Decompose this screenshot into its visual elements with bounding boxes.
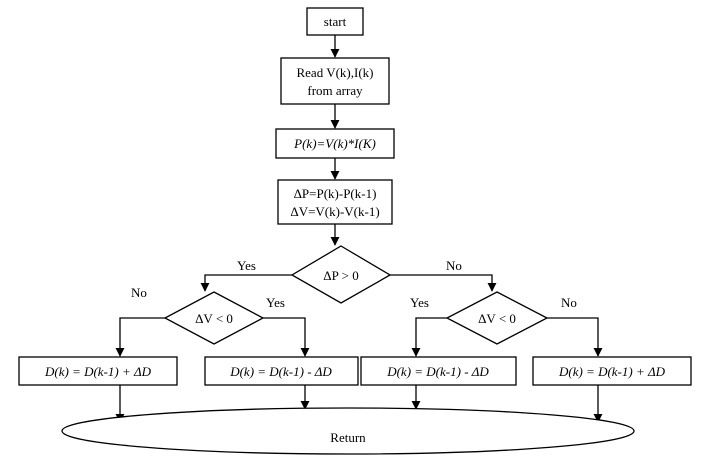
node-box-left-inner: D(k) = D(k-1) - ΔD	[204, 356, 359, 386]
read-label-line1: Read V(k),I(k)	[296, 65, 373, 80]
decision-delta-p: ΔP > 0	[290, 245, 392, 304]
node-start: start	[306, 7, 364, 36]
decision-delta-v-right-label: ΔV < 0	[478, 311, 516, 326]
delta-v-label: ΔV=V(k)-V(k-1)	[290, 204, 379, 219]
power-label: P(k)=V(k)*I(K)	[293, 136, 376, 151]
edge-p-no	[390, 274, 497, 292]
label-left-no: No	[131, 285, 147, 300]
label-right-no: No	[561, 295, 577, 310]
connectors	[115, 35, 603, 423]
node-box-left-outer: D(k) = D(k-1) + ΔD	[18, 356, 178, 386]
decision-delta-v-left: ΔV < 0	[163, 291, 265, 345]
label-left-yes: Yes	[266, 295, 285, 310]
box-right-inner-label: D(k) = D(k-1) - ΔD	[386, 364, 489, 379]
node-return: Return	[61, 407, 635, 455]
node-box-right-outer: D(k) = D(k-1) + ΔD	[532, 356, 692, 386]
box-left-outer-label: D(k) = D(k-1) + ΔD	[44, 364, 152, 379]
edge-right-yes	[411, 317, 447, 357]
box-left-inner-label: D(k) = D(k-1) - ΔD	[229, 364, 332, 379]
start-label: start	[324, 14, 347, 29]
read-label-line2: from array	[307, 83, 363, 98]
edge-right-no	[547, 317, 603, 357]
delta-p-label: ΔP=P(k)-P(k-1)	[294, 186, 377, 201]
box-right-outer-label: D(k) = D(k-1) + ΔD	[558, 364, 666, 379]
node-read: Read V(k),I(k) from array	[280, 57, 390, 105]
node-delta: ΔP=P(k)-P(k-1) ΔV=V(k)-V(k-1)	[277, 179, 393, 225]
edge-labels: Yes No No Yes Yes No	[131, 258, 577, 310]
return-label: Return	[330, 430, 366, 445]
edge-left-no	[115, 317, 165, 357]
edge-left-yes	[263, 317, 310, 357]
node-power: P(k)=V(k)*I(K)	[275, 128, 395, 159]
label-p-yes: Yes	[237, 258, 256, 273]
edge-p-yes	[200, 274, 292, 292]
decision-delta-v-right: ΔV < 0	[445, 291, 549, 345]
decision-delta-v-left-label: ΔV < 0	[195, 311, 233, 326]
node-box-right-inner: D(k) = D(k-1) - ΔD	[360, 356, 517, 386]
decision-delta-p-label: ΔP > 0	[323, 268, 358, 283]
label-right-yes: Yes	[410, 295, 429, 310]
label-p-no: No	[446, 258, 462, 273]
